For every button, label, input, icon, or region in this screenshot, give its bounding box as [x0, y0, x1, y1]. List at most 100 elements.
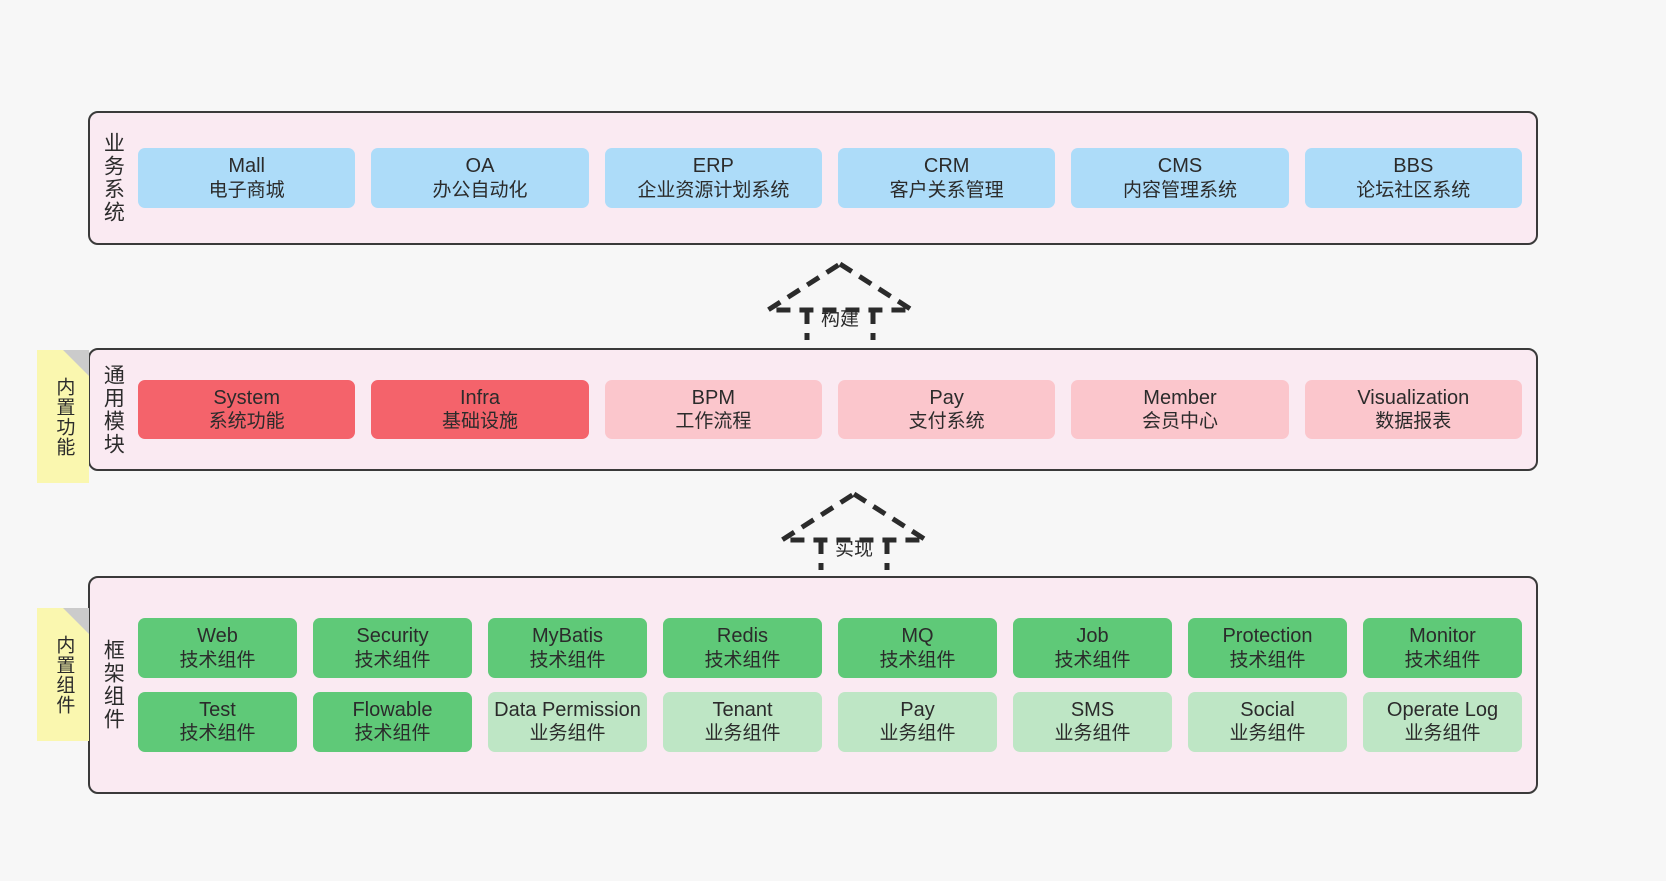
- box-pay-module[interactable]: Pay 支付系统: [837, 379, 1056, 440]
- section-body-common-modules: System 系统功能 Infra 基础设施 BPM 工作流程 Pay 支付系统…: [134, 350, 1536, 469]
- box-pay-module-title: Pay: [929, 386, 964, 409]
- box-bpm[interactable]: BPM 工作流程: [604, 379, 822, 440]
- box-flowable-title: Flowable: [352, 699, 433, 721]
- row-framework-business: Test 技术组件 Flowable 技术组件 Data Permission …: [138, 692, 1522, 752]
- box-infra-title: Infra: [459, 386, 500, 409]
- section-common-modules: 通用模块 System 系统功能 Infra 基础设施 BPM 工作流程 Pay…: [88, 348, 1538, 471]
- box-operate-log-title: Operate Log: [1386, 699, 1499, 721]
- box-security[interactable]: Security 技术组件: [313, 618, 472, 678]
- box-oa-title: OA: [465, 155, 495, 178]
- box-job[interactable]: Job 技术组件: [1013, 618, 1172, 678]
- box-monitor-title: Monitor: [1409, 625, 1476, 648]
- box-web-title: Web: [197, 625, 238, 648]
- box-member-title: Member: [1143, 386, 1217, 409]
- box-flowable-subtitle: 技术组件: [354, 723, 431, 745]
- box-job-title: Job: [1076, 625, 1109, 648]
- box-erp-subtitle: 企业资源计划系统: [637, 179, 790, 201]
- box-erp[interactable]: ERP 企业资源计划系统: [604, 148, 822, 208]
- box-protection[interactable]: Protection 技术组件: [1188, 618, 1347, 678]
- box-social-title: Social: [1240, 699, 1295, 721]
- box-flowable[interactable]: Flowable 技术组件: [313, 692, 472, 752]
- box-mq-title: MQ: [901, 625, 934, 648]
- box-protection-title: Protection: [1222, 625, 1313, 648]
- box-bbs[interactable]: BBS 论坛社区系统: [1304, 148, 1522, 208]
- section-body-business-systems: Mall 电子商城 OA 办公自动化 ERP 企业资源计划系统 CRM 客户关系…: [134, 113, 1536, 243]
- arrow-stem: [804, 310, 876, 340]
- box-cms-title: CMS: [1157, 155, 1203, 178]
- connector-build-label: 构建: [820, 309, 860, 330]
- row-framework-technical: Web 技术组件 Security 技术组件 MyBatis 技术组件 Redi…: [138, 618, 1522, 678]
- box-social[interactable]: Social 业务组件: [1188, 692, 1347, 752]
- box-bbs-subtitle: 论坛社区系统: [1356, 179, 1471, 201]
- box-member[interactable]: Member 会员中心: [1071, 379, 1289, 440]
- box-sms-title: SMS: [1070, 699, 1115, 721]
- section-label-framework-components: 框架组件: [101, 639, 125, 731]
- box-web-subtitle: 技术组件: [179, 649, 256, 671]
- box-redis-title: Redis: [716, 625, 769, 648]
- box-mybatis[interactable]: MyBatis 技术组件: [488, 618, 647, 678]
- box-pay-component[interactable]: Pay 业务组件: [838, 692, 997, 752]
- row-common-modules: System 系统功能 Infra 基础设施 BPM 工作流程 Pay 支付系统…: [138, 379, 1522, 440]
- box-bpm-title: BPM: [691, 386, 735, 409]
- box-web[interactable]: Web 技术组件: [138, 618, 297, 678]
- box-cms-subtitle: 内容管理系统: [1122, 179, 1237, 201]
- box-oa-subtitle: 办公自动化: [432, 179, 528, 201]
- note-builtin-features-label: 内置功能: [53, 376, 75, 457]
- connector-implement-label: 实现: [834, 539, 874, 560]
- box-mall-subtitle: 电子商城: [208, 179, 285, 201]
- box-mybatis-subtitle: 技术组件: [529, 649, 606, 671]
- box-monitor[interactable]: Monitor 技术组件: [1363, 618, 1522, 678]
- box-mybatis-title: MyBatis: [531, 625, 604, 648]
- box-crm-subtitle: 客户关系管理: [889, 179, 1004, 201]
- box-pay-component-title: Pay: [900, 699, 935, 721]
- row-business-systems: Mall 电子商城 OA 办公自动化 ERP 企业资源计划系统 CRM 客户关系…: [138, 148, 1522, 208]
- box-monitor-subtitle: 技术组件: [1404, 649, 1481, 671]
- box-mall[interactable]: Mall 电子商城: [138, 148, 356, 208]
- box-job-subtitle: 技术组件: [1054, 649, 1131, 671]
- box-mq-subtitle: 技术组件: [879, 649, 956, 671]
- box-social-subtitle: 业务组件: [1229, 723, 1306, 745]
- box-data-permission[interactable]: Data Permission 业务组件: [488, 692, 647, 752]
- box-sms-subtitle: 业务组件: [1054, 723, 1131, 745]
- box-system[interactable]: System 系统功能: [138, 379, 356, 440]
- box-system-subtitle: 系统功能: [208, 411, 285, 433]
- box-tenant-subtitle: 业务组件: [704, 723, 781, 745]
- box-crm[interactable]: CRM 客户关系管理: [837, 148, 1056, 208]
- section-label-business-systems: 业务系统: [101, 132, 125, 224]
- box-visualization[interactable]: Visualization 数据报表: [1304, 379, 1522, 440]
- box-security-title: Security: [356, 625, 429, 648]
- box-crm-title: CRM: [923, 155, 970, 178]
- box-test[interactable]: Test 技术组件: [138, 692, 297, 752]
- section-label-common-modules: 通用模块: [101, 363, 125, 456]
- box-member-subtitle: 会员中心: [1141, 411, 1218, 433]
- box-infra-subtitle: 基础设施: [441, 411, 518, 433]
- box-pay-component-subtitle: 业务组件: [879, 723, 956, 745]
- box-oa[interactable]: OA 办公自动化: [371, 148, 589, 208]
- box-test-title: Test: [199, 699, 236, 721]
- arrow-stem: [818, 540, 890, 570]
- box-pay-module-subtitle: 支付系统: [908, 411, 985, 433]
- box-redis-subtitle: 技术组件: [704, 649, 781, 671]
- box-mq[interactable]: MQ 技术组件: [838, 618, 997, 678]
- box-sms[interactable]: SMS 业务组件: [1013, 692, 1172, 752]
- section-framework-components: 框架组件 Web 技术组件 Security 技术组件 MyBatis 技术组件…: [88, 576, 1538, 794]
- section-body-framework-components: Web 技术组件 Security 技术组件 MyBatis 技术组件 Redi…: [134, 578, 1536, 792]
- box-bbs-title: BBS: [1393, 155, 1434, 178]
- box-visualization-title: Visualization: [1357, 386, 1470, 409]
- box-security-subtitle: 技术组件: [354, 649, 431, 671]
- box-data-permission-subtitle: 业务组件: [529, 723, 606, 745]
- note-builtin-features: 内置功能: [37, 350, 89, 483]
- note-builtin-components-label: 内置组件: [53, 634, 75, 715]
- box-system-title: System: [213, 386, 280, 409]
- box-tenant-title: Tenant: [712, 699, 773, 721]
- box-test-subtitle: 技术组件: [179, 723, 256, 745]
- box-cms[interactable]: CMS 内容管理系统: [1071, 148, 1289, 208]
- section-business-systems: 业务系统 Mall 电子商城 OA 办公自动化 ERP 企业资源计划系统 CRM…: [88, 111, 1538, 245]
- box-redis[interactable]: Redis 技术组件: [663, 618, 822, 678]
- box-infra[interactable]: Infra 基础设施: [371, 379, 589, 440]
- box-visualization-subtitle: 数据报表: [1375, 411, 1452, 433]
- box-tenant[interactable]: Tenant 业务组件: [663, 692, 822, 752]
- box-operate-log[interactable]: Operate Log 业务组件: [1363, 692, 1522, 752]
- box-bpm-subtitle: 工作流程: [675, 411, 752, 433]
